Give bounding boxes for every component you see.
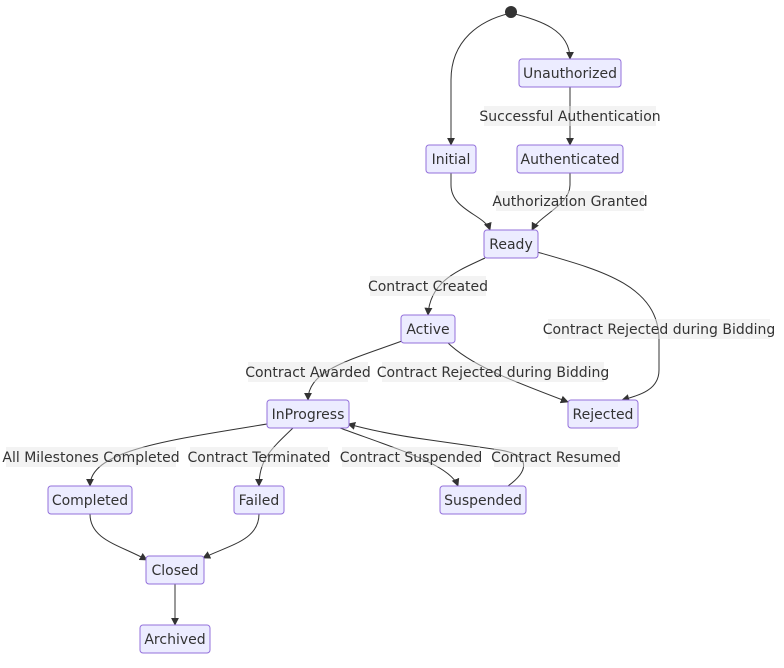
state-active-label: Active xyxy=(406,322,449,338)
label-contract-awarded: Contract Awarded xyxy=(245,362,371,382)
label-contract-awarded-text: Contract Awarded xyxy=(245,365,371,381)
state-ready: Ready xyxy=(483,229,539,259)
label-contract-terminated-text: Contract Terminated xyxy=(188,450,331,466)
label-contract-rejected-active-text: Contract Rejected during Bidding xyxy=(377,365,610,381)
label-contract-rejected-active: Contract Rejected during Bidding xyxy=(377,362,610,382)
state-rejected-label: Rejected xyxy=(573,407,634,423)
state-failed: Failed xyxy=(233,485,285,515)
state-suspended-label: Suspended xyxy=(444,493,522,509)
state-archived: Archived xyxy=(139,624,211,654)
edge-labels: Successful Authentication Authorization … xyxy=(2,106,775,467)
state-archived-label: Archived xyxy=(144,632,205,648)
state-closed: Closed xyxy=(145,555,205,585)
state-initial-label: Initial xyxy=(432,152,471,168)
state-closed-label: Closed xyxy=(151,563,198,579)
state-unauthorized: Unauthorized xyxy=(518,58,622,88)
label-successful-authentication: Successful Authentication xyxy=(479,106,661,126)
state-completed: Completed xyxy=(47,485,133,515)
label-contract-terminated: Contract Terminated xyxy=(188,447,331,467)
label-contract-rejected-ready-text: Contract Rejected during Bidding xyxy=(543,322,776,338)
state-initial: Initial xyxy=(425,144,477,174)
label-contract-suspended: Contract Suspended xyxy=(340,447,483,467)
edge-failed-closed xyxy=(202,513,260,559)
states: Unauthorized Initial Authenticated Ready… xyxy=(47,58,639,654)
label-contract-created-text: Contract Created xyxy=(368,279,488,295)
label-authorization-granted: Authorization Granted xyxy=(492,191,648,211)
state-inprogress: InProgress xyxy=(266,399,350,429)
state-authenticated-label: Authenticated xyxy=(521,152,620,168)
label-contract-suspended-text: Contract Suspended xyxy=(340,450,483,466)
edge-initial-ready xyxy=(450,173,492,231)
state-inprogress-label: InProgress xyxy=(272,407,345,423)
label-contract-created: Contract Created xyxy=(368,276,488,296)
label-all-milestones-completed: All Milestones Completed xyxy=(2,447,180,467)
state-rejected: Rejected xyxy=(567,399,639,429)
label-contract-rejected-ready: Contract Rejected during Bidding xyxy=(543,319,776,339)
state-ready-label: Ready xyxy=(489,237,532,253)
state-active: Active xyxy=(400,314,456,344)
label-successful-authentication-text: Successful Authentication xyxy=(479,109,660,125)
label-all-milestones-completed-text: All Milestones Completed xyxy=(2,450,179,466)
label-authorization-granted-text: Authorization Granted xyxy=(492,194,647,210)
state-completed-label: Completed xyxy=(52,493,128,509)
edge-start-unauthorized xyxy=(510,12,574,60)
edge-completed-closed xyxy=(89,513,148,561)
label-contract-resumed-text: Contract Resumed xyxy=(491,450,621,466)
state-failed-label: Failed xyxy=(239,493,280,509)
edge-start-initial xyxy=(447,12,512,146)
state-unauthorized-label: Unauthorized xyxy=(523,66,617,82)
state-suspended: Suspended xyxy=(439,485,527,515)
edge-suspended-inprogress xyxy=(347,422,525,487)
label-contract-resumed: Contract Resumed xyxy=(491,447,621,467)
start-node xyxy=(505,6,517,18)
state-authenticated: Authenticated xyxy=(516,144,624,174)
